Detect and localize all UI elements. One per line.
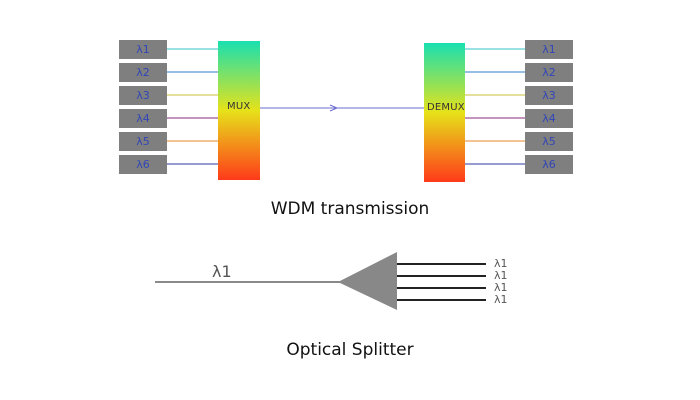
- demux-output-lambda-4: λ4: [525, 109, 573, 128]
- splitter-body: [338, 252, 397, 310]
- splitter-output-label-2: λ1: [494, 269, 508, 282]
- demux-output-lambda-3: λ3: [525, 86, 573, 105]
- splitter-output-label-3: λ1: [494, 281, 508, 294]
- demux-output-lambda-1: λ1: [525, 40, 573, 59]
- demux-output-lambda-6: λ6: [525, 155, 573, 174]
- mux-input-lambda-3: λ3: [119, 86, 167, 105]
- mux-input-lambda-1: λ1: [119, 40, 167, 59]
- splitter-input-label: λ1: [212, 262, 232, 281]
- splitter-output-label-4: λ1: [494, 293, 508, 306]
- demux-output-lambda-2: λ2: [525, 63, 573, 82]
- mux-input-lambda-2: λ2: [119, 63, 167, 82]
- mux-block: [218, 41, 260, 180]
- direction-arrow: [329, 104, 339, 112]
- mux-input-lambda-6: λ6: [119, 155, 167, 174]
- wdm-caption: WDM transmission: [270, 199, 430, 219]
- mux-input-lambda-4: λ4: [119, 109, 167, 128]
- demux-label: DEMUX: [427, 102, 465, 113]
- demux-output-lambda-5: λ5: [525, 132, 573, 151]
- splitter-output-label-1: λ1: [494, 257, 508, 270]
- splitter-caption: Optical Splitter: [286, 340, 414, 360]
- demux-block: [424, 43, 465, 182]
- mux-label: MUX: [227, 101, 251, 112]
- mux-input-lambda-5: λ5: [119, 132, 167, 151]
